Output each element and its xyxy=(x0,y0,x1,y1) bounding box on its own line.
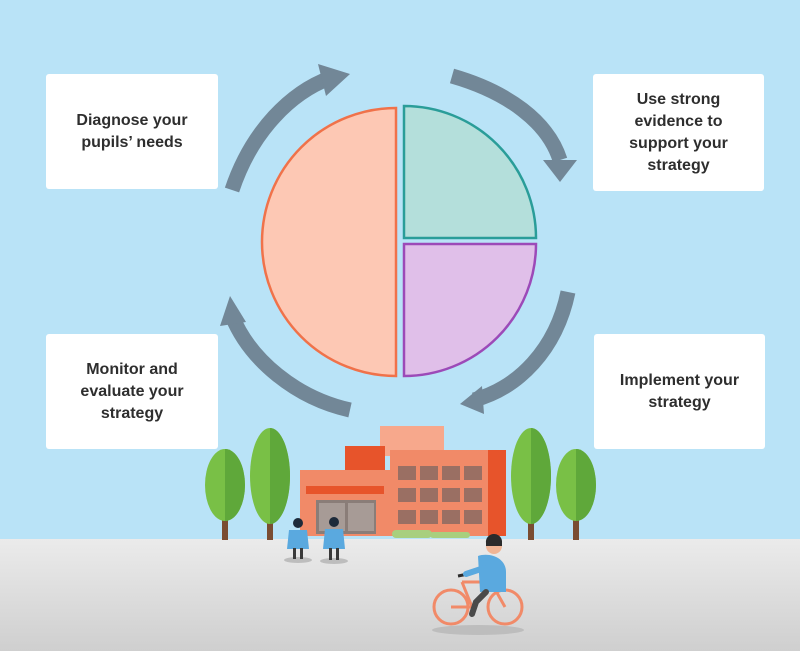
step-evidence-label: Use strong evidence to support your stra… xyxy=(629,90,728,174)
tree-icon-right-1 xyxy=(511,428,551,540)
cycle-arrow-icon-bottom-right xyxy=(460,290,576,414)
step-card-implement: Implement your strategy xyxy=(594,334,765,449)
tree-icon-left-1 xyxy=(205,449,245,540)
cycle-arrow-icon-top-right xyxy=(449,68,577,182)
pie-quarter-top xyxy=(402,104,538,240)
cycle-arrow-icon-bottom-left xyxy=(220,296,352,418)
tree-icon-right-2 xyxy=(556,449,596,540)
step-monitor-label: Monitor and evaluate your strategy xyxy=(80,360,184,422)
tree-icon-left-2 xyxy=(250,428,290,540)
cycle-arrows xyxy=(220,64,577,418)
student-icon-1 xyxy=(284,518,312,563)
school-building-icon xyxy=(300,426,506,538)
cycle-arrow-icon-top-left xyxy=(224,64,350,193)
student-icon-2 xyxy=(320,517,348,564)
pie-half xyxy=(260,106,398,378)
cyclist-icon xyxy=(432,533,524,635)
pie-quarter-bottom xyxy=(402,242,538,378)
step-card-monitor: Monitor and evaluate your strategy xyxy=(46,334,218,449)
step-implement-label: Implement your strategy xyxy=(619,371,740,411)
step-card-evidence: Use strong evidence to support your stra… xyxy=(593,74,764,191)
step-card-diagnose: Diagnose your pupils’ needs xyxy=(46,74,218,189)
ground xyxy=(0,539,800,651)
step-diagnose-label: Diagnose your pupils’ needs xyxy=(76,111,188,151)
pie-icon xyxy=(260,104,538,378)
